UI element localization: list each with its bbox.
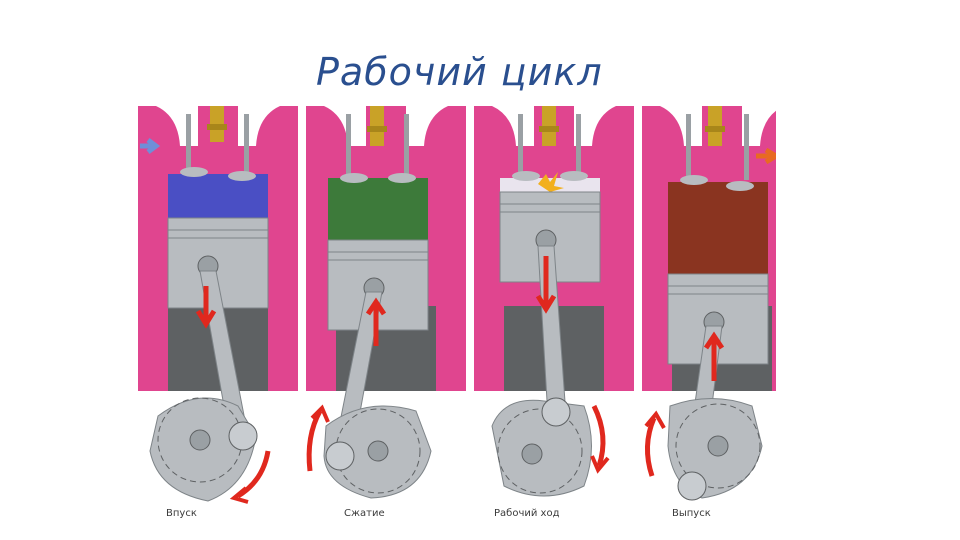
stroke-label-intake: Впуск: [166, 508, 197, 519]
stroke-power: Рабочий ход: [474, 106, 634, 529]
stroke-label-power: Рабочий ход: [494, 508, 560, 519]
stroke-compression: Сжатие: [306, 106, 466, 529]
stroke-intake: Впуск: [138, 106, 298, 529]
gas-charge: [168, 174, 268, 218]
stroke-label-exhaust: Выпуск: [672, 508, 711, 519]
four-stroke-diagram: Впуск Сжатие: [138, 106, 776, 529]
gas-charge: [328, 178, 428, 240]
gas-charge: [668, 182, 768, 274]
stroke-label-compression: Сжатие: [344, 508, 385, 519]
stroke-exhaust: Выпуск: [642, 106, 776, 529]
slide-title: Рабочий цикл: [316, 50, 603, 94]
